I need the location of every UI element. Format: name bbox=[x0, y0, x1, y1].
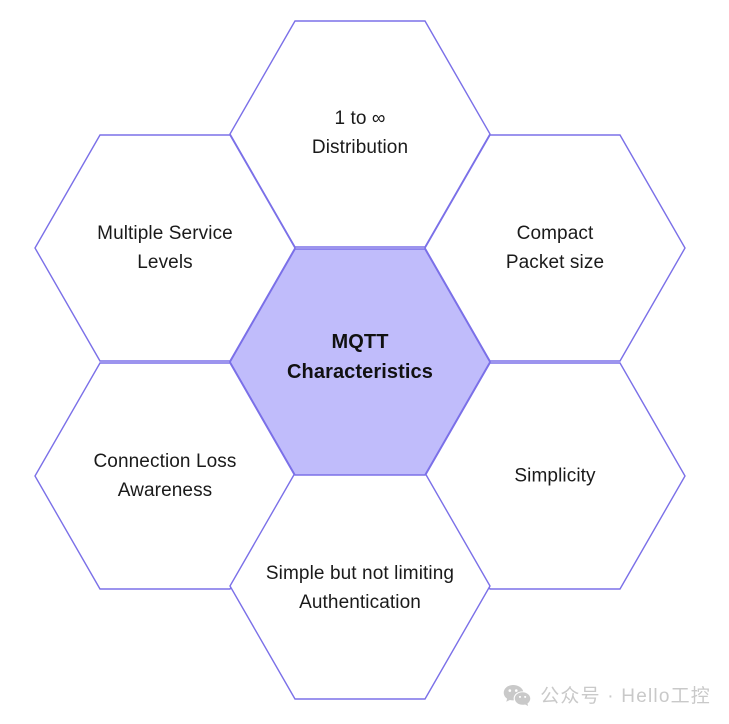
hexagon-shape-center[interactable] bbox=[229, 248, 491, 476]
watermark: 公众号 · Hello工控 bbox=[503, 684, 711, 708]
watermark-text: 公众号 · Hello工控 bbox=[540, 685, 711, 707]
hexagon-shape-top-right[interactable] bbox=[424, 134, 686, 362]
wechat-icon bbox=[503, 684, 531, 707]
